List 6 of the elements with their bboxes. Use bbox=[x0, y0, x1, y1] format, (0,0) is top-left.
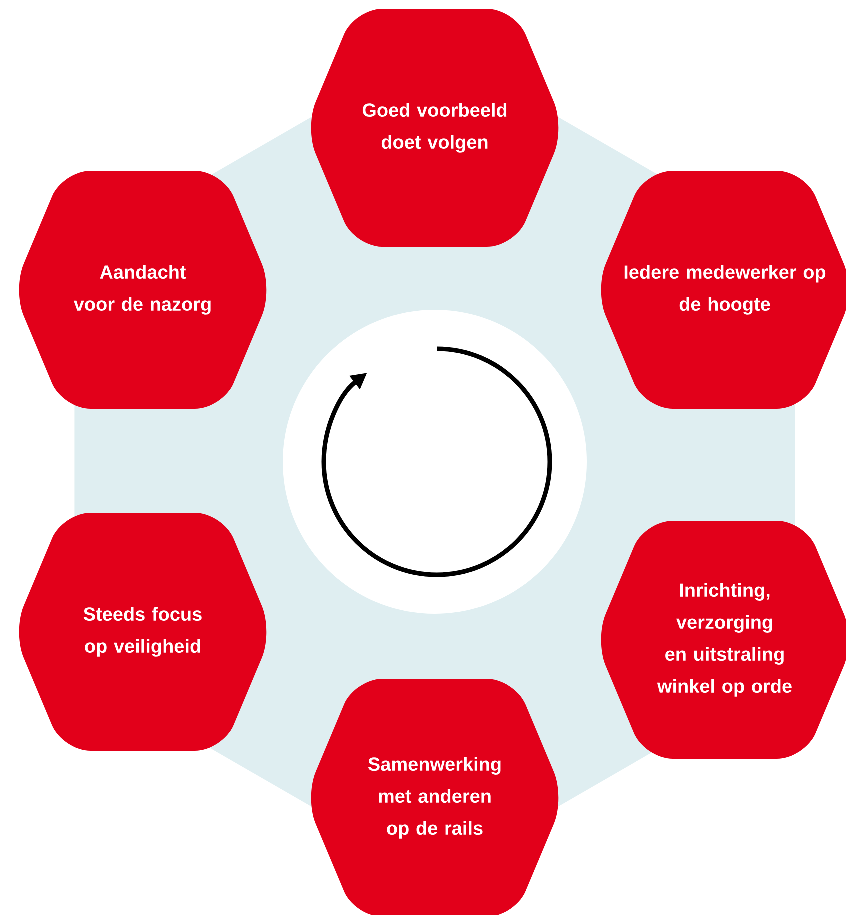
hexagon: Iedere medewerker op de hoogte bbox=[601, 171, 846, 409]
hexagon: Goed voorbeeld doet volgen bbox=[311, 9, 559, 247]
hexagon: Steeds focus op veiligheid bbox=[19, 513, 267, 751]
hexagon: Samenwerking met anderen op de rails bbox=[311, 679, 559, 915]
hexagon: Aandacht voor de nazorg bbox=[19, 171, 267, 409]
hexagon: Inrichting, verzorging en uitstraling winkel op orde bbox=[601, 521, 846, 759]
